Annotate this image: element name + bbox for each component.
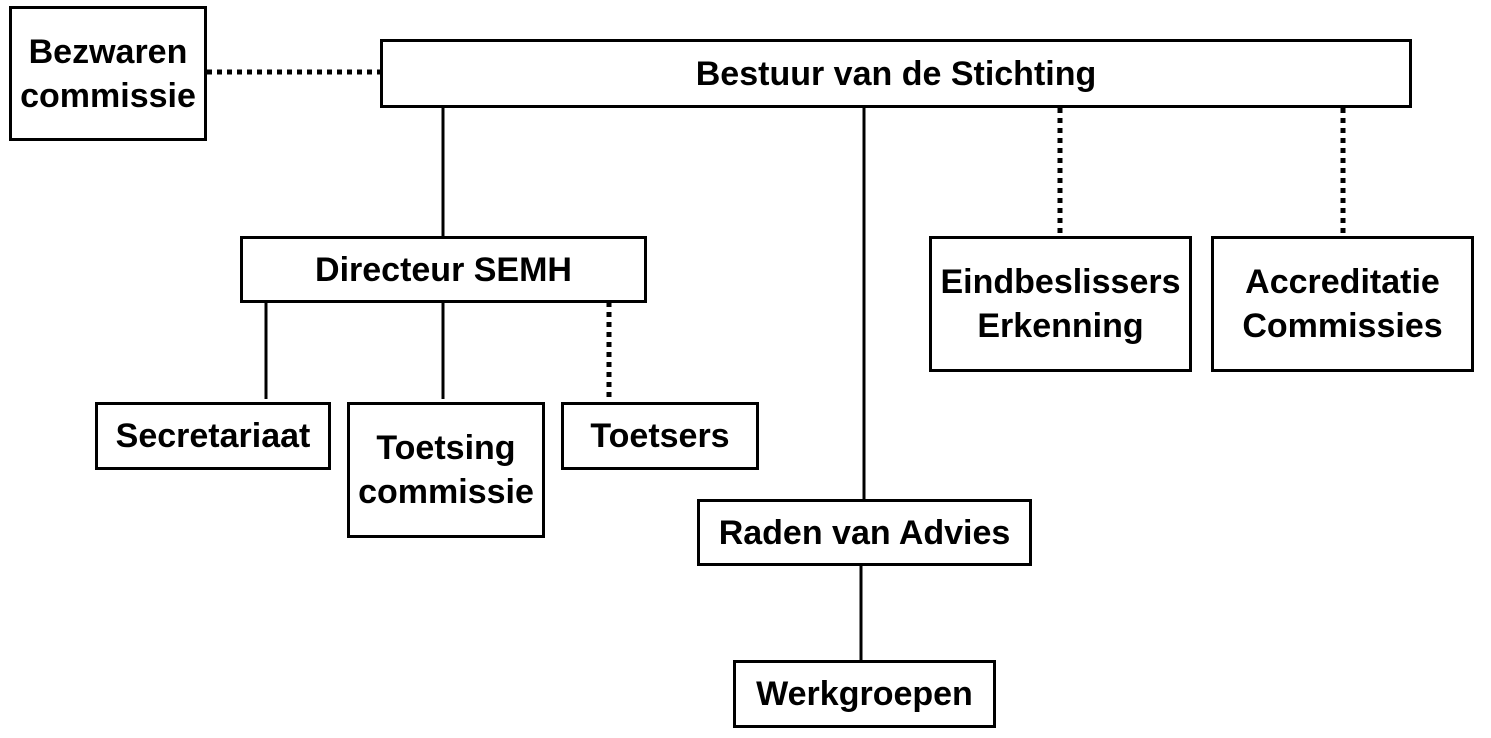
node-werkgroepen-label: Werkgroepen	[756, 675, 973, 713]
node-toetsing-label-line2: commissie	[358, 473, 534, 511]
node-directeur-semh: Directeur SEMH	[240, 236, 647, 303]
node-raden-van-advies: Raden van Advies	[697, 499, 1032, 566]
node-bestuur-van-de-stichting: Bestuur van de Stichting	[380, 39, 1412, 108]
node-eindbeslissers-label-line1: Eindbeslissers	[940, 263, 1181, 301]
node-accreditatie-label-line2: Commissies	[1242, 307, 1443, 345]
node-secretariaat-label: Secretariaat	[115, 417, 311, 455]
node-toetsing-label-line1: Toetsing	[376, 429, 516, 467]
node-secretariaat: Secretariaat	[95, 402, 331, 470]
node-eindbeslissers-erkenning: Eindbeslissers Erkenning	[929, 236, 1192, 372]
node-bezwaren-commissie: Bezwaren commissie	[9, 6, 207, 141]
node-bestuur-label: Bestuur van de Stichting	[695, 54, 1097, 93]
node-werkgroepen: Werkgroepen	[733, 660, 996, 728]
node-bezwaren-label-line2: commissie	[20, 76, 196, 115]
node-toetsing-commissie: Toetsing commissie	[347, 402, 545, 538]
node-toetsers-label: Toetsers	[590, 417, 730, 455]
node-eindbeslissers-label-line2: Erkenning	[977, 307, 1144, 345]
node-accreditatie-commissies: Accreditatie Commissies	[1211, 236, 1474, 372]
node-bezwaren-label-line1: Bezwaren	[28, 32, 188, 71]
node-directeur-label: Directeur SEMH	[315, 250, 572, 289]
node-toetsers: Toetsers	[561, 402, 759, 470]
node-raden-label: Raden van Advies	[718, 513, 1011, 552]
node-accreditatie-label-line1: Accreditatie	[1245, 263, 1440, 301]
